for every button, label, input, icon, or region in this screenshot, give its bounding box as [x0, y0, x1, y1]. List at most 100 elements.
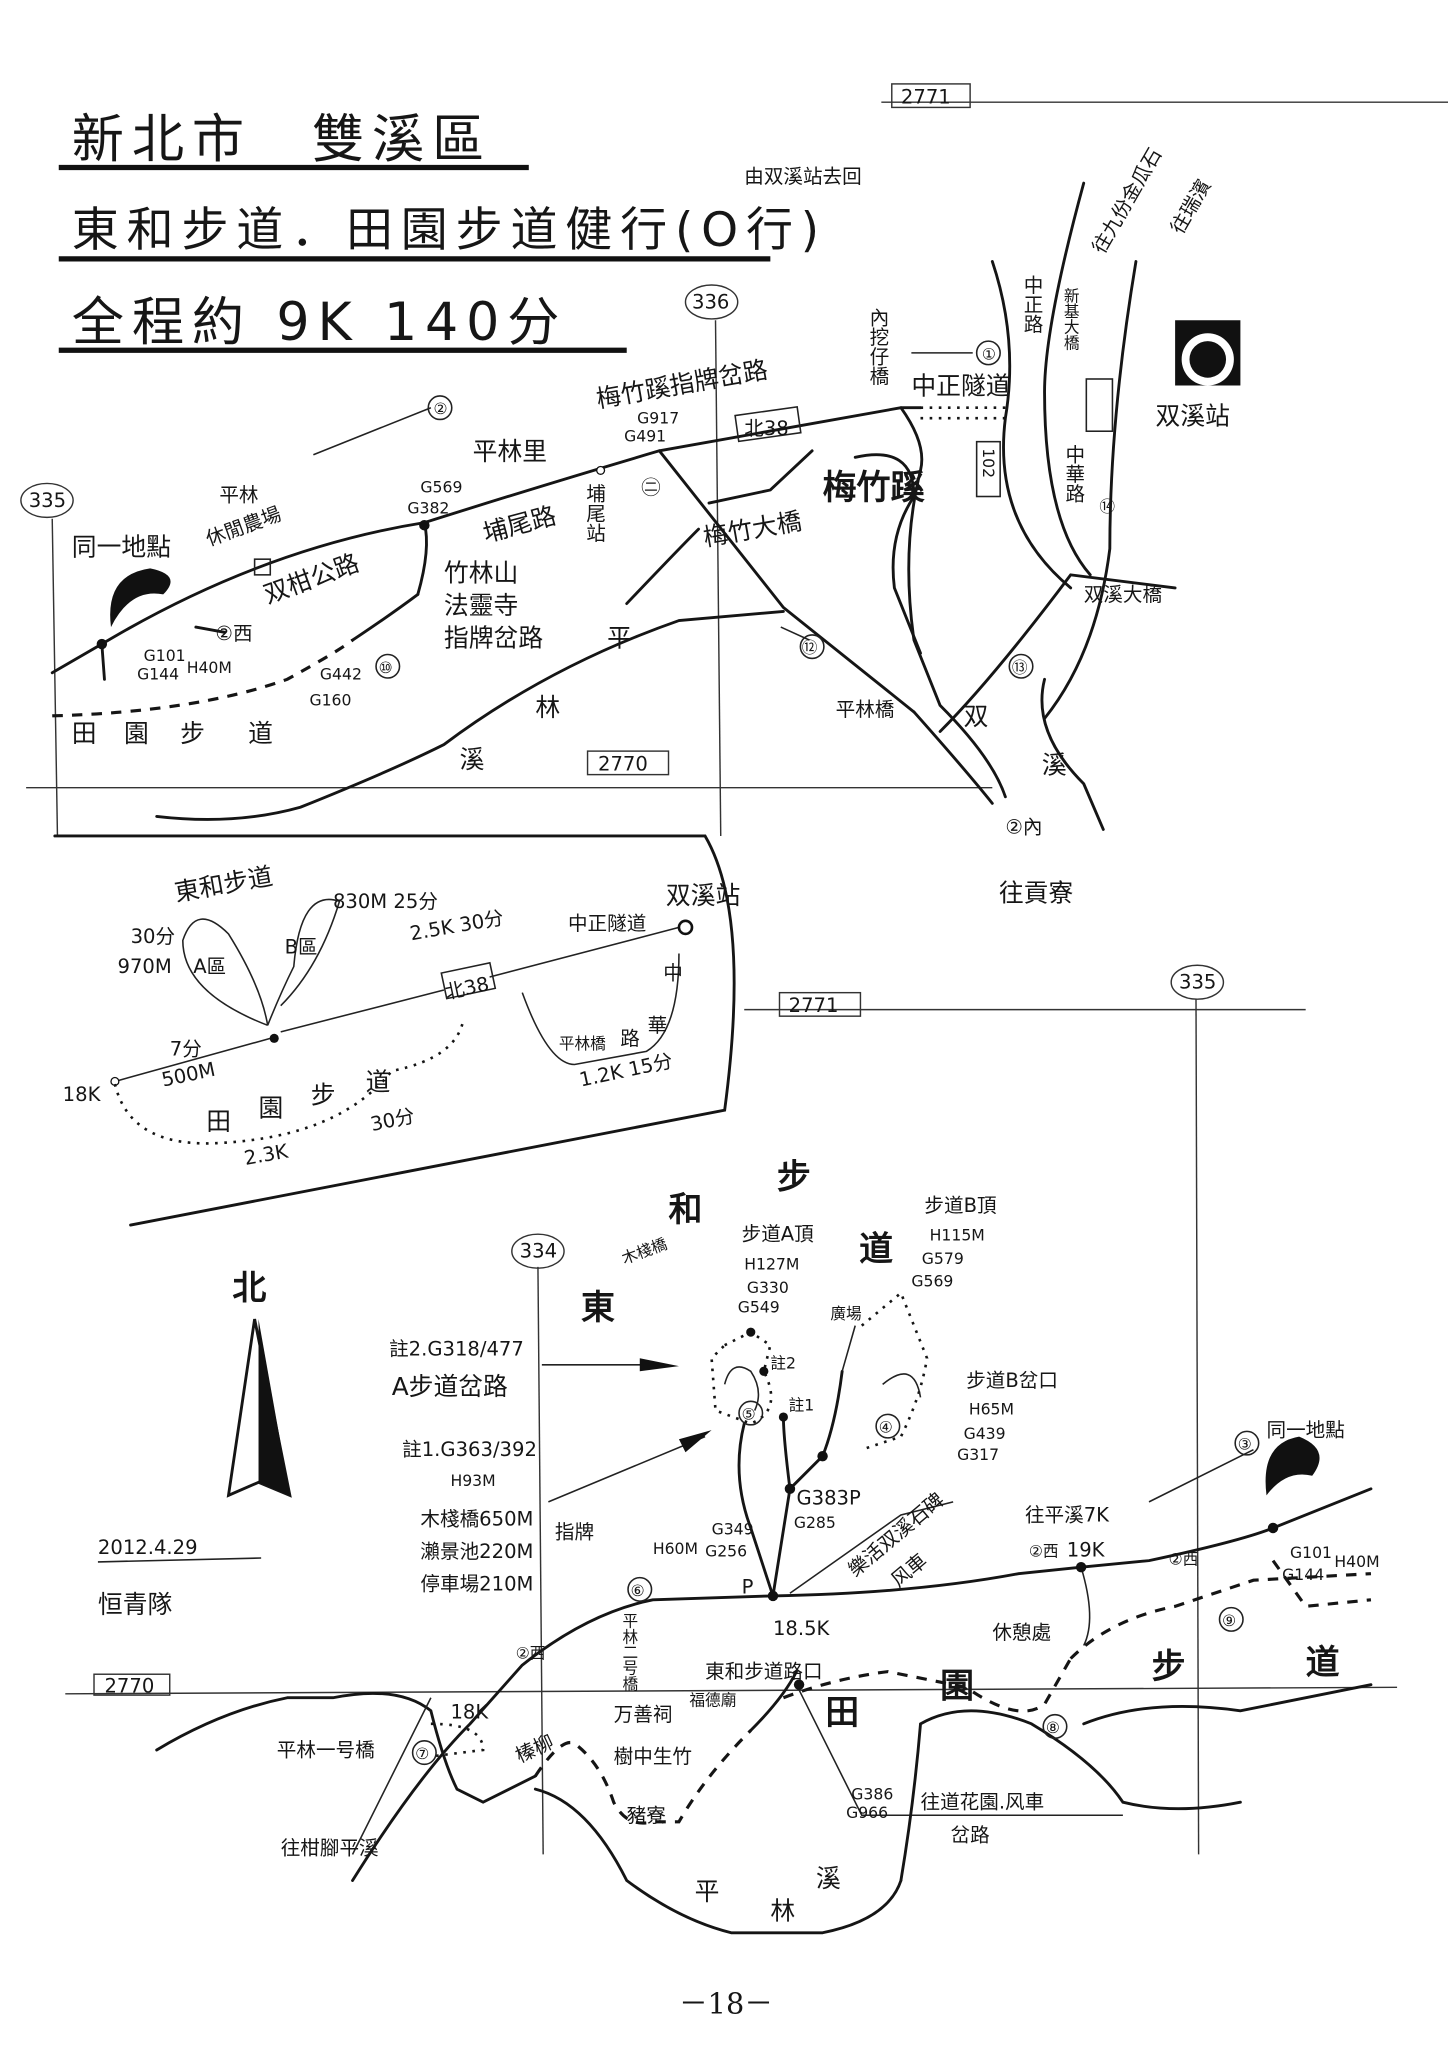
bottom-map-routes: [97, 1290, 1373, 1935]
elevation-label: H60M: [653, 1539, 698, 1558]
gps-label: G330: [747, 1278, 789, 1297]
bridge-label: 內挖仔橋: [866, 307, 889, 386]
route-marker: ⑤: [742, 1405, 756, 1424]
road-label: 埔尾路: [480, 501, 560, 548]
elevation-label: H115M: [930, 1226, 985, 1245]
grid-ref: 2770: [598, 753, 648, 776]
direction-label: 往平溪7K: [1025, 1503, 1110, 1526]
bridge-label: 平林一号橋: [277, 1738, 375, 1761]
inset-time: 30分: [131, 925, 176, 948]
inset-distance: 970M: [118, 955, 172, 978]
tunnel-label: 中正隧道: [568, 912, 646, 935]
title-note: 由双溪站去回: [744, 165, 861, 188]
gps-label: G144: [137, 664, 179, 683]
title-route: 東和步道．田園步道健行(O行): [72, 203, 827, 258]
route-marker: ④: [879, 1418, 893, 1437]
sign-label: 指牌: [555, 1520, 594, 1543]
temple-label: 福德廟: [689, 1691, 736, 1710]
route-marker: ⑨: [1222, 1611, 1236, 1630]
river-char: 双: [964, 702, 989, 731]
road-number: 102: [979, 448, 998, 478]
place-label: 梅竹蹊: [823, 468, 926, 508]
bus-stop-label: ②西: [215, 622, 252, 645]
peak-label: 步道A頂: [742, 1223, 815, 1246]
route-marker: ①: [982, 344, 996, 363]
road-label: 中華路: [1062, 444, 1085, 503]
grid-ref: 2770: [104, 1675, 154, 1698]
gps-label: G491: [624, 427, 666, 446]
trail-char: 步: [777, 1158, 811, 1198]
gps-label: G549: [738, 1298, 780, 1317]
km-label: 18K: [450, 1701, 489, 1724]
grid-ref: 336: [692, 290, 729, 313]
bridge-label: 平林橋: [559, 1034, 606, 1053]
gps-label: G160: [309, 690, 351, 709]
bus-stop-label: ②西: [1169, 1550, 1199, 1569]
place-label: 榛柳: [512, 1730, 557, 1767]
same-point-label: 同一地點: [1267, 1419, 1345, 1442]
farm-label: 平林: [219, 484, 258, 507]
station-label: 双溪站: [666, 881, 740, 910]
bus-stop-label: ②西: [516, 1644, 546, 1663]
route-marker: ③: [1238, 1435, 1252, 1454]
stele-label: 风車: [887, 1549, 932, 1592]
route-summary-inset: 東和步道 830M 25分 30分 970M A區 B區 2.5K 30分 中正…: [53, 834, 740, 1227]
road-number: 北38: [744, 417, 789, 440]
km-label: 19K: [1067, 1539, 1106, 1562]
elevation-label: H40M: [1334, 1552, 1379, 1571]
stop-label: 埔尾站: [583, 483, 606, 542]
grid-lines: 2771 336 335 2770 2771 335 334 2770: [20, 83, 1448, 1855]
route-marker: ⑥: [631, 1581, 645, 1600]
trail-char: 道: [248, 719, 273, 748]
trail-char: 東: [581, 1288, 615, 1328]
elevation-label: H65M: [969, 1399, 1014, 1418]
team-label: 恒青隊: [98, 1590, 173, 1619]
route-marker: ⑭: [1099, 497, 1115, 516]
page-number: －18－: [679, 1987, 773, 2021]
bus-stop-label: ②內: [1005, 815, 1042, 838]
title-distance: 全程約 9K 140分: [72, 293, 567, 353]
direction-label: 往道花園.风車: [921, 1791, 1045, 1814]
bridge-label: 双溪大橋: [1084, 583, 1163, 606]
road-char: 路: [620, 1027, 640, 1050]
inset-distance: 500M: [159, 1058, 217, 1092]
train-station-icon: [1175, 320, 1241, 386]
direction-label: 往瑞濱: [1166, 175, 1215, 237]
stream-char: 林: [535, 693, 560, 722]
entrance-label: 東和步道路口: [705, 1660, 822, 1683]
bridge-label: 梅竹大橋: [701, 506, 804, 552]
bridge-label: 平林橋: [836, 698, 895, 721]
bridge-label: 平林二号橋: [620, 1613, 639, 1691]
trail-char: 步: [311, 1081, 336, 1110]
landmark-label: 樹中生竹: [614, 1745, 692, 1768]
gps-label: G917: [637, 408, 679, 427]
note-gps: 註2.G318/477: [389, 1338, 524, 1361]
stream-char: 溪: [816, 1864, 841, 1893]
road-label: 双柑公路: [260, 548, 363, 609]
note-desc: A步道岔路: [392, 1372, 508, 1401]
note-gps: 註1.G363/392: [402, 1438, 537, 1461]
road-number: 北38: [443, 972, 491, 1004]
gps-label: G256: [705, 1542, 747, 1561]
gps-label: G285: [794, 1513, 836, 1532]
elevation-label: H40M: [187, 658, 232, 677]
gps-label: G579: [922, 1249, 964, 1268]
plaza-label: 廣場: [830, 1304, 862, 1323]
same-point-label: 同一地點: [72, 532, 171, 561]
trail-char: 步: [180, 719, 205, 748]
trail-char: 園: [124, 719, 149, 748]
tunnel-label: 中正隧道: [911, 372, 1010, 401]
fork-label: 步道B岔口: [966, 1369, 1058, 1392]
direction-label: 往柑腳平溪: [281, 1836, 379, 1859]
grid-ref: 335: [29, 489, 66, 512]
road-char: 華: [648, 1014, 668, 1037]
temple-label: 指牌岔路: [444, 624, 543, 653]
rest-area-label: 休憩處: [992, 1621, 1051, 1644]
route-marker: ㊁: [641, 476, 661, 499]
station-label: 双溪站: [1156, 402, 1230, 431]
place-label: 豬寮: [627, 1804, 666, 1827]
trail-char: 園: [259, 1094, 284, 1123]
distance-label: 停車場210M: [420, 1573, 533, 1596]
shrine-label: 万善祠: [614, 1703, 673, 1726]
